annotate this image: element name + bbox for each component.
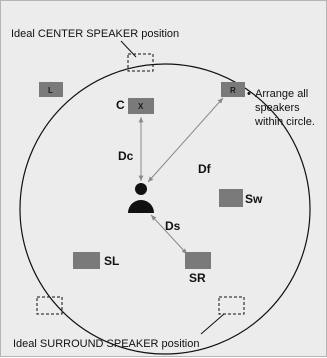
subwoofer-label: Sw bbox=[245, 192, 263, 206]
subwoofer-speaker bbox=[219, 189, 243, 207]
dc-label: Dc bbox=[118, 149, 134, 163]
surround-right-label: SR bbox=[189, 271, 206, 285]
front-right-speaker bbox=[221, 82, 245, 97]
front-right-box-label: R bbox=[230, 86, 236, 95]
listener-icon bbox=[128, 183, 154, 213]
note-line-2: speakers bbox=[255, 102, 300, 114]
surround-left-label: SL bbox=[104, 254, 119, 268]
note-line-3: within circle. bbox=[254, 116, 315, 128]
surround-caption-pointer bbox=[200, 313, 225, 335]
df-label: Df bbox=[198, 162, 212, 176]
placement-circle bbox=[19, 63, 311, 355]
surround-left-speaker bbox=[73, 252, 100, 269]
center-caption-pointer bbox=[120, 40, 137, 58]
ds-label: Ds bbox=[165, 219, 181, 233]
df-arrow bbox=[147, 97, 224, 183]
center-speaker-label: C bbox=[116, 98, 125, 112]
center-ideal-caption: Ideal CENTER SPEAKER position bbox=[11, 28, 179, 40]
note-line-1: Arrange all bbox=[255, 88, 308, 100]
front-left-box-label: L bbox=[48, 86, 53, 95]
ideal-surround-left-box bbox=[36, 296, 63, 315]
center-speaker-box-label: X bbox=[138, 102, 144, 111]
surround-ideal-caption: Ideal SURROUND SPEAKER position bbox=[13, 338, 199, 350]
ds-arrow bbox=[150, 214, 188, 255]
ideal-center-speaker-box bbox=[127, 53, 154, 72]
center-speaker bbox=[128, 98, 154, 114]
ideal-surround-right-box bbox=[218, 296, 245, 315]
surround-right-speaker bbox=[185, 252, 211, 269]
note-bullet: • bbox=[247, 88, 251, 100]
front-left-speaker bbox=[39, 82, 63, 97]
